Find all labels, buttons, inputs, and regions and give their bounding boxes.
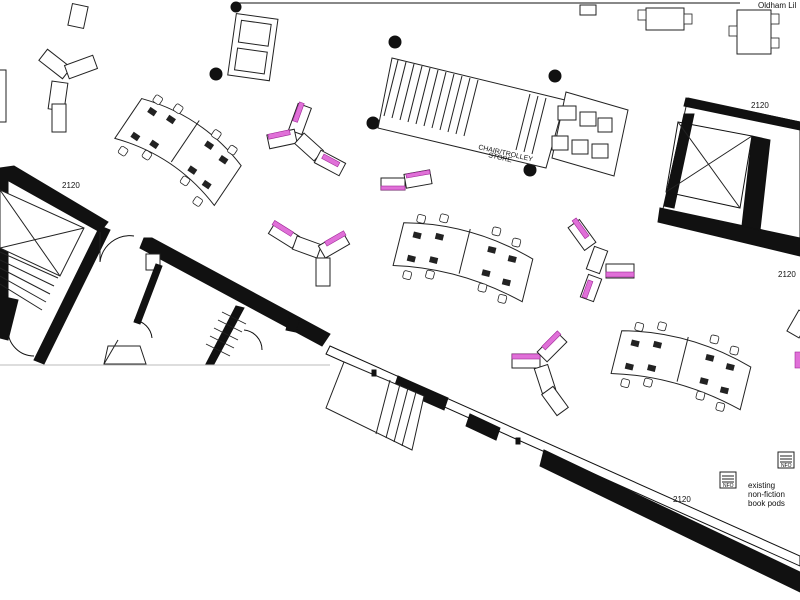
y-pod-top-left: [38, 48, 99, 133]
top-right-tables: [579, 4, 780, 55]
legend-pod-icon-1: NFO: [719, 471, 737, 489]
column: [388, 35, 402, 49]
legend-text-line-3: book pods: [748, 499, 785, 508]
legend-pod-code-2: NFO: [781, 463, 792, 469]
structural-columns: [209, 1, 562, 177]
y-pod-pink-5: [511, 330, 570, 417]
pod-pink-2: [380, 169, 433, 191]
y-pod-pink-3: [267, 220, 351, 287]
column: [230, 1, 242, 13]
column: [209, 67, 223, 81]
dim-stair-core-right: 2120: [778, 270, 796, 279]
column: [366, 116, 380, 130]
legend: NFO NFO existing non-fiction book pods: [719, 451, 795, 508]
sofa-unit: [227, 12, 279, 82]
shelf-unit: [67, 2, 89, 30]
dim-stair-core-top: 2120: [751, 101, 769, 110]
left-building-block: [0, 165, 331, 366]
pod-partial-right: [786, 309, 800, 339]
desk-cluster-3: [610, 321, 752, 412]
legend-text-line-2: non-fiction: [748, 490, 785, 499]
right-stair-core: [657, 97, 800, 257]
column: [523, 163, 537, 177]
legend-pod-icon-2: NFO: [777, 451, 795, 469]
pod-partial-right-pink: [794, 351, 800, 369]
top-left-furniture: [0, 2, 279, 133]
south-wall: [325, 345, 800, 593]
legend-text-line-1: existing: [748, 481, 775, 490]
desk-cluster-2: [392, 213, 534, 304]
column: [548, 69, 562, 83]
corner-label: Oldham Lil: [758, 1, 796, 10]
legend-pod-code-1: NFO: [723, 483, 734, 489]
y-pod-pink-1: [266, 101, 347, 177]
wall-shelf: [0, 69, 7, 123]
dim-left-wall: 2120: [62, 181, 80, 190]
y-pod-pink-4: [567, 217, 635, 303]
central-staircase: [377, 57, 629, 177]
desk-cluster-1: [114, 94, 242, 207]
dim-bottom-wall: 2120: [673, 495, 691, 504]
